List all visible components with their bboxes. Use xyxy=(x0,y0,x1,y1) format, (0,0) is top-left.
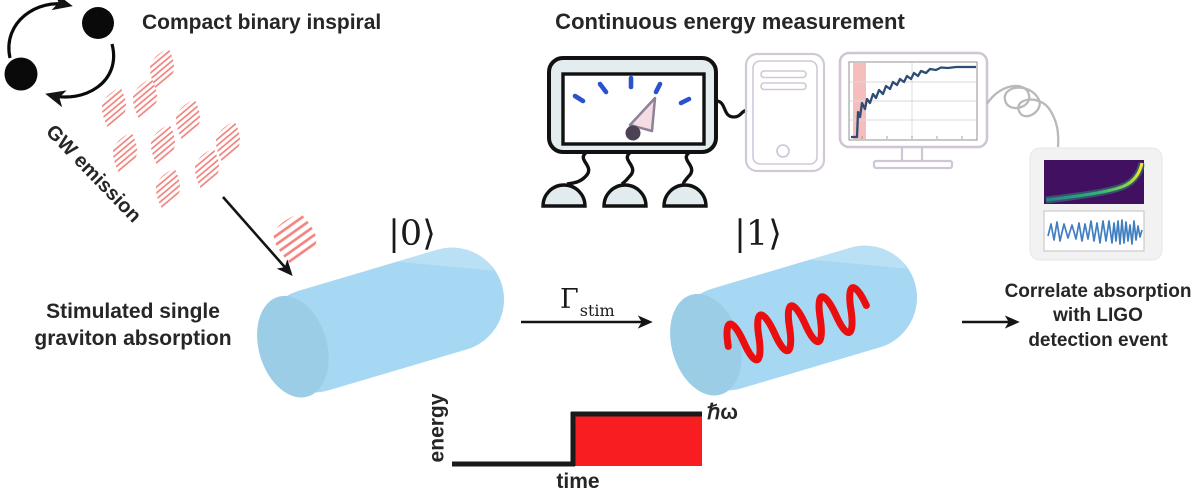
state-ket-zero: |0⟩ xyxy=(388,214,436,254)
photon-wave-icon xyxy=(723,284,870,364)
energy-step-plot xyxy=(452,411,702,467)
wave-packet-group-icon xyxy=(96,44,322,268)
caption-line: Correlate absorption xyxy=(1004,281,1192,302)
state-ket-one: |1⟩ xyxy=(734,214,782,254)
meter-needle-icon xyxy=(628,96,657,133)
energy-meter-icon xyxy=(541,56,748,208)
meter-leg-icon xyxy=(620,150,635,186)
gamma-subscript: stim xyxy=(579,301,615,321)
gamma-symbol: Γ xyxy=(560,284,579,315)
hbar-omega-label: ℏω xyxy=(707,401,739,424)
meter-foot-icon xyxy=(602,183,648,208)
monitor-icon xyxy=(838,51,989,170)
spiral-cable-icon xyxy=(986,84,1060,148)
chirp-spectrogram-icon xyxy=(1044,160,1146,204)
meter-foot-icon xyxy=(541,183,587,208)
caption-line: with LIGO xyxy=(1053,305,1143,327)
cavity-excited-icon xyxy=(670,236,918,396)
binary-inspiral-title: Compact binary inspiral xyxy=(142,11,382,34)
meter-ticks-icon xyxy=(572,75,692,106)
stimulated-rate-label: Γstim xyxy=(560,284,615,321)
excited-energy-area xyxy=(573,414,702,466)
correlate-caption: Correlate absorption with LIGO detection… xyxy=(1005,280,1192,353)
meter-foot-icon xyxy=(662,183,708,208)
caption-line: graviton absorption xyxy=(34,326,232,350)
continuous-measurement-title: Continuous energy measurement xyxy=(555,9,905,34)
time-axis-label: time xyxy=(556,470,600,491)
binary-system-icon xyxy=(4,0,116,108)
computer-tower-icon xyxy=(744,52,826,173)
energy-axis-label: energy xyxy=(425,393,449,463)
black-hole-icon xyxy=(82,7,114,39)
caption-line: detection event xyxy=(1028,329,1168,351)
meter-leg-icon xyxy=(566,150,591,186)
cavity-empty-icon xyxy=(257,238,505,398)
gw-incident-arrow xyxy=(222,196,293,277)
strain-waveform-icon xyxy=(1043,210,1145,252)
plot-ticks xyxy=(861,136,963,139)
ligo-result-card xyxy=(1029,147,1163,261)
energy-trace-icon xyxy=(851,65,976,139)
black-hole-icon xyxy=(4,57,38,91)
caption-line: Stimulated single xyxy=(46,300,220,323)
meter-pivot-icon xyxy=(625,125,641,141)
meter-cable-icon xyxy=(715,99,748,119)
stimulated-absorption-caption: Stimulated single graviton absorption xyxy=(34,299,231,353)
meter-leg-icon xyxy=(681,150,694,186)
